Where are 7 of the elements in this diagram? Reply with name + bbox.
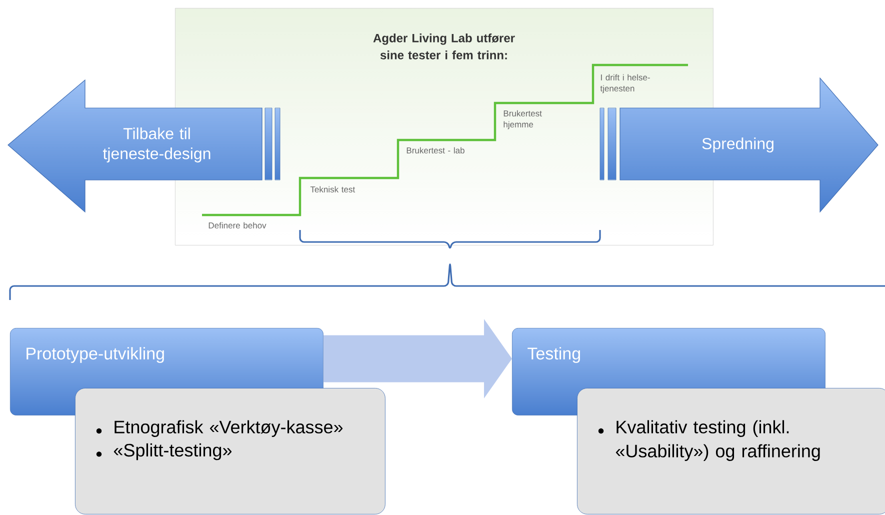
step-label: Definere behov — [208, 222, 266, 228]
bullet-box: Kvalitativ testing (inkl. «Usability») og raffinering — [577, 388, 885, 514]
bullet-box: Etnografisk «Verktøy-kasse» «Splitt-testing» — [75, 388, 386, 514]
step-label: Brukertest - lab — [406, 147, 464, 154]
step-label: Teknisk test — [310, 186, 356, 192]
step-label: I drift i helse-tjenesten — [600, 74, 650, 94]
step-label: Brukertest hjemme — [504, 110, 542, 130]
